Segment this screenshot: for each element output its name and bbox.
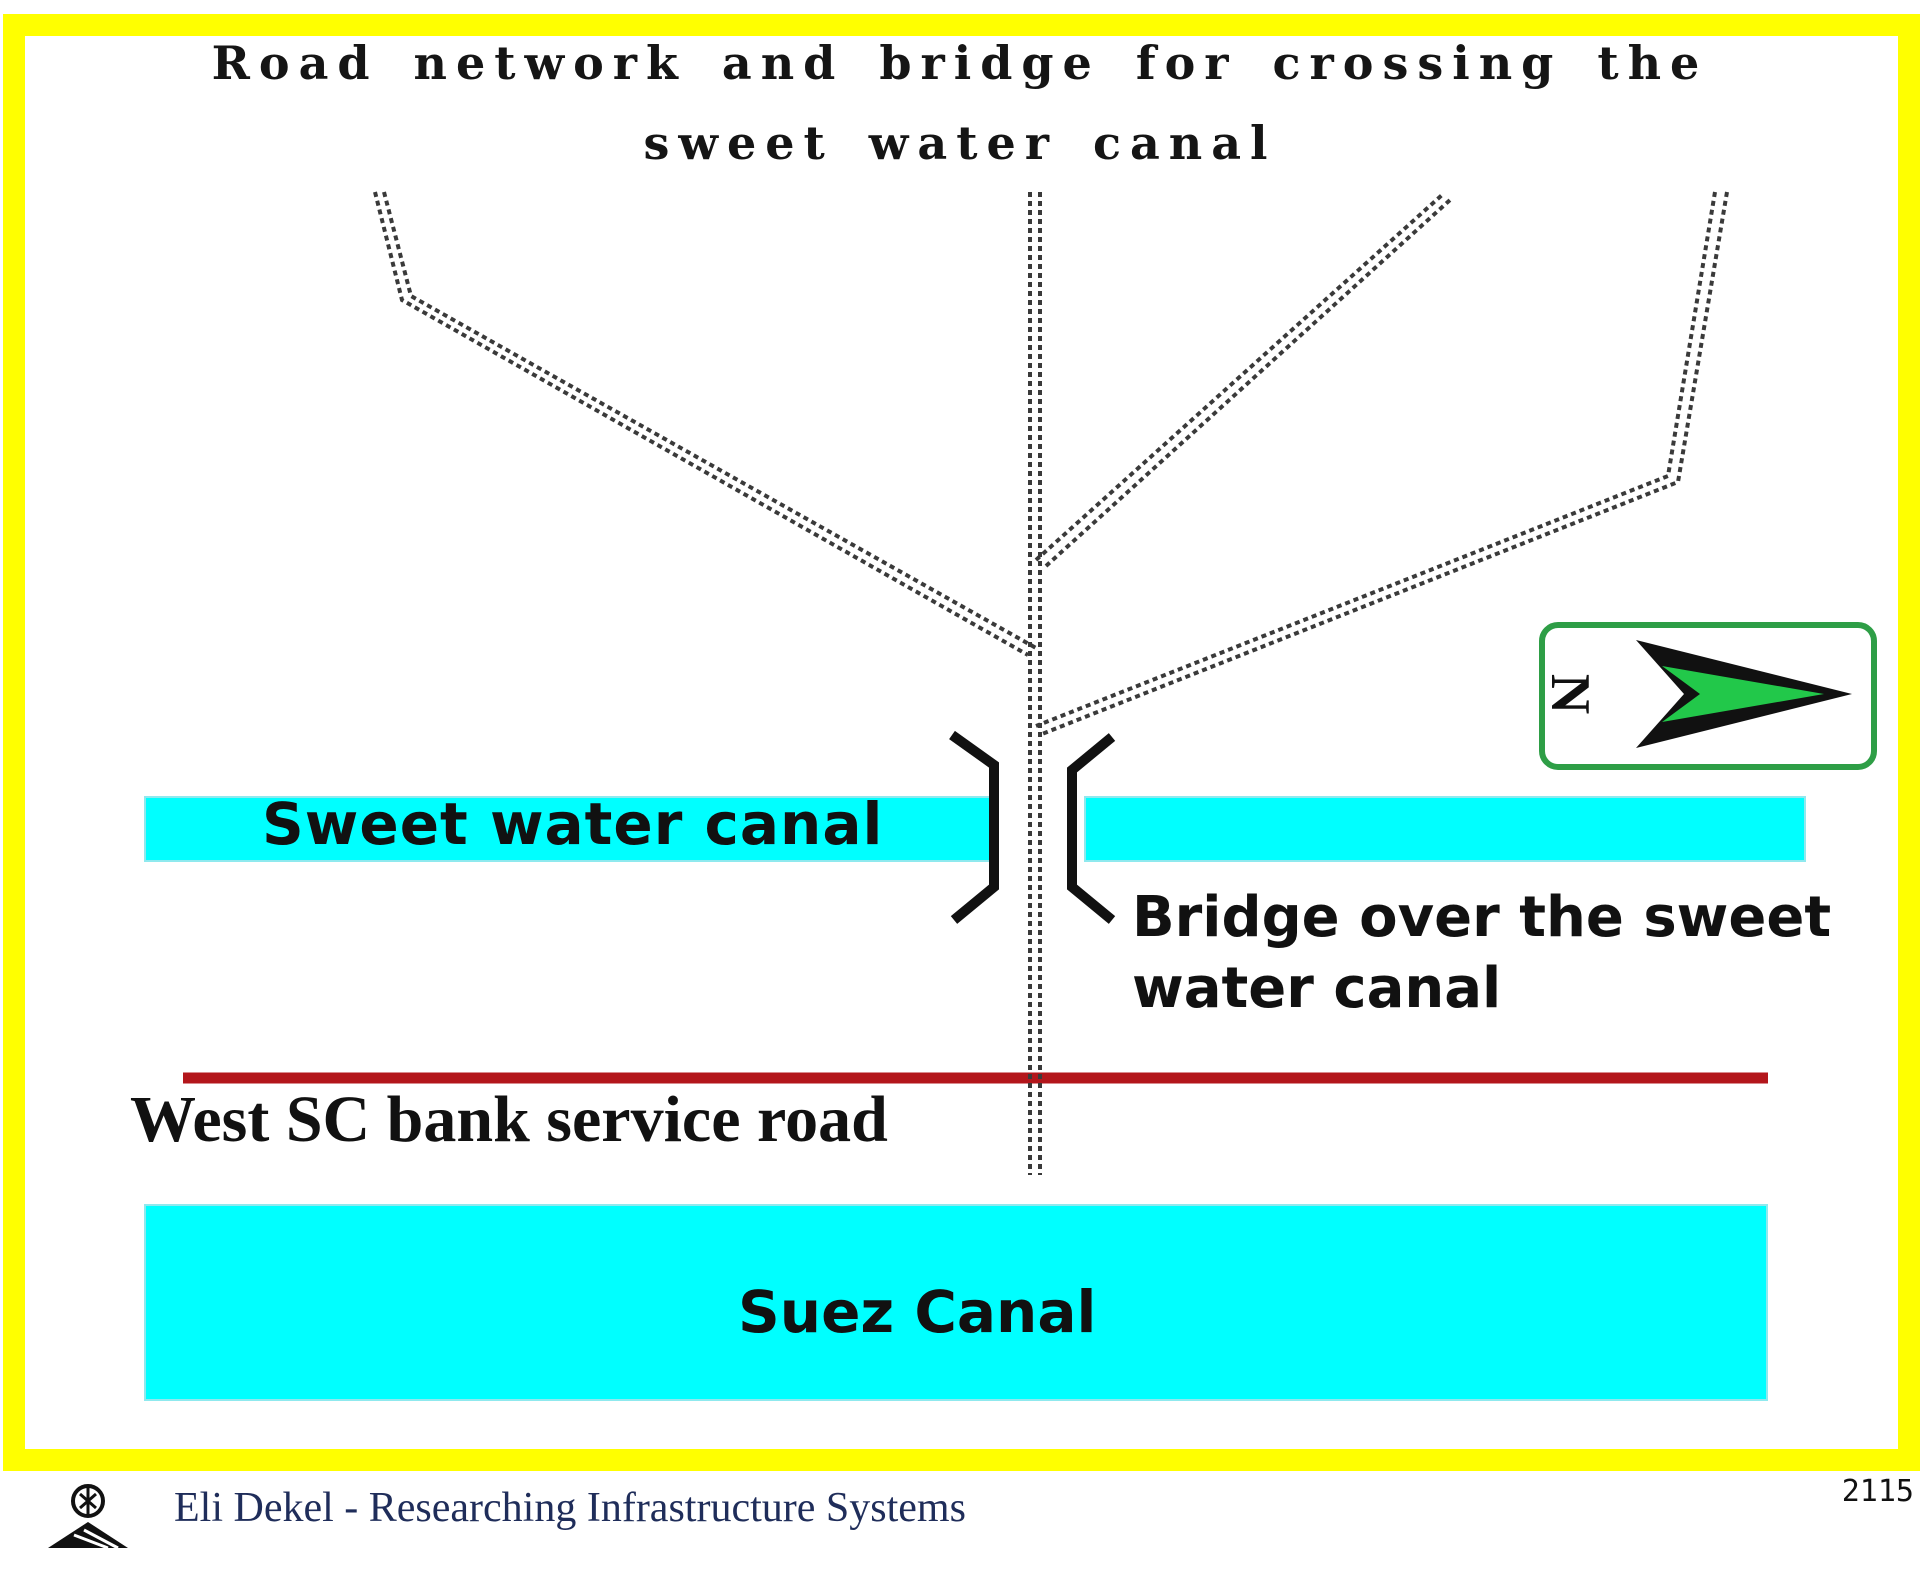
road-northwest-track — [373, 191, 1037, 657]
north-arrow-icon — [1539, 622, 1877, 770]
page-number: 2115 — [1841, 1474, 1914, 1509]
author-logo-icon — [48, 1484, 128, 1550]
suez-canal-area — [144, 1204, 1768, 1401]
suez-canal-label: Suez Canal — [738, 1278, 1097, 1346]
sweet-water-canal-east — [1084, 796, 1806, 862]
road-central-track — [1028, 192, 1042, 1175]
map-title-line-1: Road network and bridge for crossing the — [211, 36, 1709, 90]
bridge-symbol-icon — [949, 730, 1116, 924]
bridge-label-line-1: Bridge over the sweet — [1132, 885, 1832, 950]
map-title-line-2: sweet water canal — [643, 116, 1277, 170]
bridge-label: Bridge over the sweet water canal — [1132, 882, 1831, 1024]
sweet-water-canal-west — [144, 796, 991, 862]
dirt-roads — [373, 191, 1729, 1175]
north-letter: N — [1539, 674, 1601, 714]
footer-credit: Eli Dekel - Researching Infrastructure S… — [174, 1485, 966, 1531]
bridge-label-line-2: water canal — [1132, 956, 1502, 1021]
road-northeast-track — [1035, 191, 1729, 736]
road-north-track — [1034, 193, 1452, 568]
west-service-road-label: West SC bank service road — [130, 1083, 888, 1156]
sweet-water-canal-label: Sweet water canal — [262, 790, 884, 858]
